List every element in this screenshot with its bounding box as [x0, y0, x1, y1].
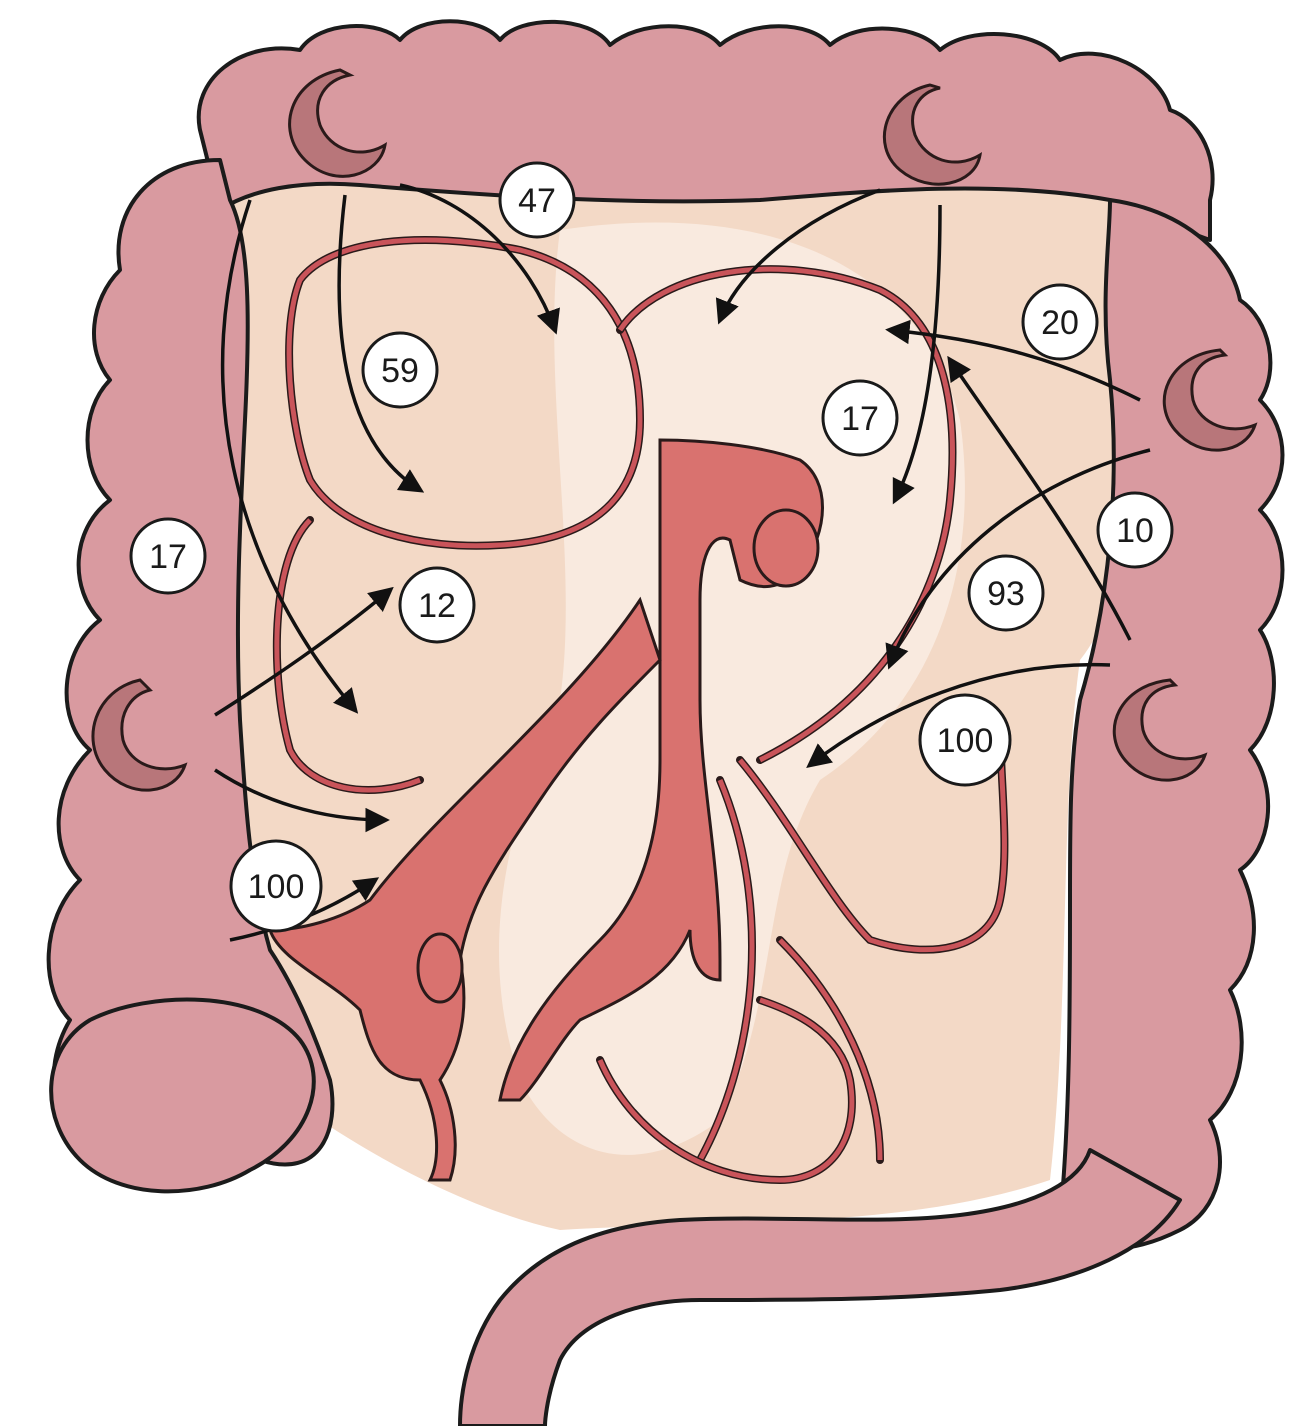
- label-100-left: 100: [231, 841, 321, 931]
- label-100-right-text: 100: [937, 722, 994, 760]
- label-10-text: 10: [1116, 512, 1154, 550]
- label-17-left: 17: [131, 519, 205, 593]
- vessel-lumen-left: [418, 934, 462, 1002]
- label-20-text: 20: [1041, 304, 1079, 342]
- label-100-left-text: 100: [248, 868, 305, 906]
- label-20: 20: [1023, 285, 1097, 359]
- label-59-text: 59: [381, 352, 419, 390]
- label-17-left-text: 17: [149, 538, 187, 576]
- label-93-text: 93: [987, 575, 1025, 613]
- label-47: 47: [500, 163, 574, 237]
- label-12-text: 12: [418, 587, 456, 625]
- label-47-text: 47: [518, 182, 556, 220]
- label-12: 12: [400, 568, 474, 642]
- label-17-right: 17: [823, 381, 897, 455]
- label-93: 93: [969, 556, 1043, 630]
- label-100-right: 100: [920, 695, 1010, 785]
- label-59: 59: [363, 333, 437, 407]
- vessel-lumen-right: [754, 510, 818, 586]
- label-17-right-text: 17: [841, 400, 879, 438]
- label-10: 10: [1098, 493, 1172, 567]
